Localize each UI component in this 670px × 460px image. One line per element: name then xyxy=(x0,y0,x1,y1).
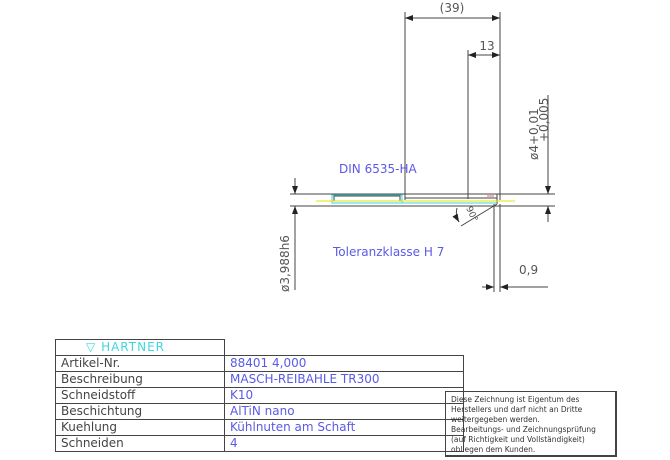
disclaimer-line: weitergegeben werden. xyxy=(451,415,540,424)
row-value: K10 xyxy=(224,387,464,404)
row-label: Artikel-Nr. xyxy=(55,355,225,372)
logo-text: HARTNER xyxy=(101,340,165,354)
disclaimer-box: Diese Zeichnung ist Eigentum des Herstel… xyxy=(445,391,617,457)
shank-section xyxy=(333,195,401,202)
dim-angle-text: 90° xyxy=(463,205,479,224)
row-value: 88401 4,000 xyxy=(224,355,464,372)
dim-overall-text: (39) xyxy=(440,1,465,15)
row-label: Kuehlung xyxy=(55,419,225,436)
dim-cut-text: 13 xyxy=(479,39,494,53)
angle-line xyxy=(460,203,498,227)
row-value: AlTiN nano xyxy=(224,403,464,420)
row-label: Beschichtung xyxy=(55,403,225,420)
cyan-outline xyxy=(331,194,403,204)
angle-arc xyxy=(452,207,460,223)
note-standard: DIN 6535-HA xyxy=(339,162,417,176)
dim-diameter-lower: +0,005 xyxy=(537,98,551,142)
disclaimer-line: (auf Richtigkeit und Vollständigkeit) xyxy=(451,435,585,444)
dim-diameter-upper: ø4+0,01 xyxy=(527,108,541,160)
logo-icon: ▽ xyxy=(86,340,97,354)
disclaimer-line: Herstellers und darf nicht an Dritte xyxy=(451,405,583,414)
disclaimer-line: Bearbeitungs- und Zeichnungsprüfung xyxy=(451,425,596,434)
row-value: 4 xyxy=(224,435,464,452)
row-label: Schneidstoff xyxy=(55,387,225,404)
disclaimer-line: Diese Zeichnung ist Eigentum des xyxy=(451,395,580,404)
table-row: Artikel-Nr.88401 4,000 xyxy=(55,355,464,372)
row-label: Beschreibung xyxy=(55,371,225,388)
row-label: Schneiden xyxy=(55,435,225,452)
row-value: Kühlnuten am Schaft xyxy=(224,419,464,436)
dim-shank-text: ø3,988h6 xyxy=(278,235,292,292)
company-logo: ▽ HARTNER xyxy=(55,339,225,356)
dim-chamfer-text: 0,9 xyxy=(519,263,538,277)
disclaimer-line: obliegen dem Kunden. xyxy=(451,445,536,454)
note-tolerance: Toleranzklasse H 7 xyxy=(332,245,444,259)
title-block: ▽ HARTNER Artikel-Nr.88401 4,000 Beschre… xyxy=(55,339,464,452)
row-value: MASCH-REIBAHLE TR300 xyxy=(224,371,464,388)
